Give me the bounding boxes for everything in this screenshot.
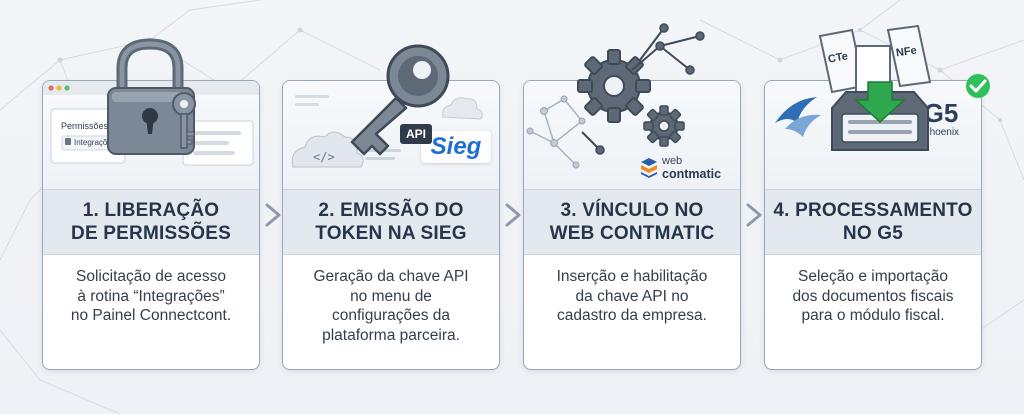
step-3-desc-line: cadastro da empresa. bbox=[557, 307, 707, 324]
g5-brand: G5 Phoenix bbox=[911, 99, 971, 143]
chevron-right-icon bbox=[746, 203, 762, 227]
permissions-heading: Permissões bbox=[61, 121, 109, 131]
step-4-illustration: G5 Phoenix bbox=[765, 81, 981, 189]
cloud-code-icon: </> bbox=[291, 95, 483, 168]
step-3-title-line-2: WEB CONTMATIC bbox=[549, 223, 715, 244]
g5-logo-text: G5 bbox=[923, 98, 959, 128]
step-2-description: Geração da chave API no menu de configur… bbox=[293, 267, 489, 345]
step-1-description: Solicitação de acesso à rotina “Integraç… bbox=[53, 267, 249, 326]
step-3-illustration: web contmatic bbox=[524, 81, 740, 189]
api-key-label: API bbox=[405, 127, 426, 141]
bird-logo-icon bbox=[775, 97, 821, 137]
lock-small-icon bbox=[65, 138, 71, 145]
step-1-desc-line: à rotina “Integrações” bbox=[77, 287, 225, 305]
contmatic-logo-line-1: web bbox=[662, 155, 683, 167]
step-4-title-line-1: 4. PROCESSAMENTO bbox=[773, 200, 973, 221]
step-3-title-line-1: 3. VÍNCULO NO bbox=[560, 200, 704, 221]
step-card-4: G5 Phoenix 4. PROCESSAMENTO NO G5 Seleçã… bbox=[764, 80, 982, 370]
step-3-desc-line: da chave API no bbox=[575, 287, 689, 305]
step-1-desc-line: Solicitação de acesso bbox=[76, 268, 226, 285]
step-1-title-line-2: DE PERMISSÕES bbox=[71, 223, 231, 244]
step-card-2: </> Sieg 2. EMISSÃO DO TOKEN NA SIEG Ger… bbox=[282, 80, 500, 370]
contmatic-logo-icon bbox=[640, 157, 658, 179]
step-3-title: 3. VÍNCULO NO WEB CONTMATIC bbox=[550, 199, 715, 245]
step-3-desc-line: Inserção e habilitação bbox=[556, 268, 708, 285]
contmatic-brand: web contmatic bbox=[640, 153, 730, 183]
integrations-item: Integrações bbox=[74, 138, 114, 147]
contmatic-logo-line-2: contmatic bbox=[662, 167, 722, 181]
step-2-desc-line: Geração da chave API bbox=[313, 268, 469, 285]
chevron-right-icon bbox=[265, 203, 281, 227]
step-1-title-band: 1. LIBERAÇÃO DE PERMISSÕES bbox=[43, 189, 259, 255]
step-2-desc-line: plataforma parceira. bbox=[322, 326, 460, 344]
step-1-title-line-1: 1. LIBERAÇÃO bbox=[82, 200, 220, 221]
step-2-desc-line: configurações da bbox=[331, 307, 451, 324]
step-2-title-line-2: TOKEN NA SIEG bbox=[315, 223, 467, 244]
svg-text:</>: </> bbox=[313, 150, 335, 164]
step-1-illustration: Permissões Integrações bbox=[43, 81, 259, 189]
step-4-title: 4. PROCESSAMENTO NO G5 bbox=[773, 199, 972, 245]
step-card-1: Permissões Integrações 1. LIBERAÇÃO DE P… bbox=[42, 80, 260, 370]
step-3-title-band: 3. VÍNCULO NO WEB CONTMATIC bbox=[524, 189, 740, 255]
step-4-desc-line: dos documentos fiscais bbox=[792, 287, 954, 305]
g5-logo-subtitle: Phoenix bbox=[922, 127, 960, 138]
step-4-desc-line: para o módulo fiscal. bbox=[801, 307, 945, 324]
network-icon bbox=[526, 95, 586, 169]
sieg-brand-box: Sieg bbox=[421, 131, 491, 163]
step-2-title-band: 2. EMISSÃO DO TOKEN NA SIEG bbox=[283, 189, 499, 255]
step-4-description: Seleção e importação dos documentos fisc… bbox=[775, 267, 971, 326]
step-2-illustration: </> Sieg bbox=[283, 81, 499, 189]
step-4-title-band: 4. PROCESSAMENTO NO G5 bbox=[765, 189, 981, 255]
step-2-desc-line: no menu de bbox=[350, 287, 432, 305]
step-3-description: Inserção e habilitação da chave API no c… bbox=[534, 267, 730, 326]
step-4-desc-line: Seleção e importação bbox=[798, 268, 948, 285]
step-2-title-line-1: 2. EMISSÃO DO bbox=[318, 200, 464, 221]
chevron-right-icon bbox=[505, 203, 521, 227]
step-4-title-line-2: NO G5 bbox=[842, 223, 904, 244]
step-2-title: 2. EMISSÃO DO TOKEN NA SIEG bbox=[315, 199, 466, 245]
sieg-logo-text: Sieg bbox=[430, 133, 482, 160]
step-card-3: web contmatic 3. VÍNCULO NO WEB CONTMATI… bbox=[523, 80, 741, 370]
step-1-title: 1. LIBERAÇÃO DE PERMISSÕES bbox=[71, 199, 231, 245]
step-1-desc-line: no Painel Connectcont. bbox=[70, 307, 232, 324]
permissions-window-icon bbox=[43, 81, 259, 166]
